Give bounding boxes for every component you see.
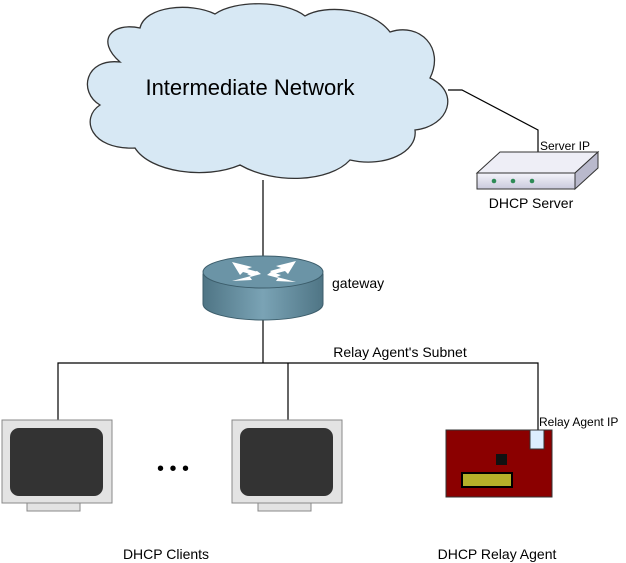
gateway-label: gateway: [332, 275, 384, 291]
relay-ip-label: Relay Agent IP: [539, 415, 618, 429]
clients-ellipsis: • • •: [157, 458, 189, 480]
server-led-icon: [491, 178, 497, 184]
server-led-icon: [510, 178, 516, 184]
router-arrows-icon: [232, 261, 296, 282]
dhcp-relay-agent: Relay Agent IP DHCP Relay Agent: [438, 415, 619, 562]
connection-lines: [57, 89, 539, 430]
relay-port: [529, 429, 545, 450]
subnet-label: Relay Agent's Subnet: [333, 344, 467, 360]
subnet-bus: [57, 362, 539, 430]
server-side: [574, 150, 599, 191]
server-ip-label: Server IP: [540, 139, 590, 153]
cloud-label: Intermediate Network: [145, 75, 355, 100]
monitor-screen: [10, 428, 103, 496]
intermediate-network-cloud: Intermediate Network: [86, 3, 449, 179]
gateway-router: gateway: [202, 255, 384, 321]
server-name-label: DHCP Server: [489, 195, 574, 211]
relay-name-label: DHCP Relay Agent: [438, 546, 557, 562]
monitor-stand: [257, 502, 312, 512]
monitor-stand: [26, 502, 81, 512]
dhcp-client-monitor-2: [231, 419, 343, 512]
router-top: [202, 255, 324, 289]
clients-label: DHCP Clients: [123, 546, 209, 562]
cloud-shape: [86, 3, 449, 179]
server-led-icon: [529, 178, 535, 184]
dhcp-server: Server IP DHCP Server: [475, 139, 600, 211]
cloud-to-server-link: [448, 89, 539, 162]
monitor-screen: [240, 428, 333, 496]
relay-chip-small: [496, 454, 507, 465]
relay-chip-large: [461, 472, 513, 488]
dhcp-client-monitor-1: [1, 419, 113, 512]
